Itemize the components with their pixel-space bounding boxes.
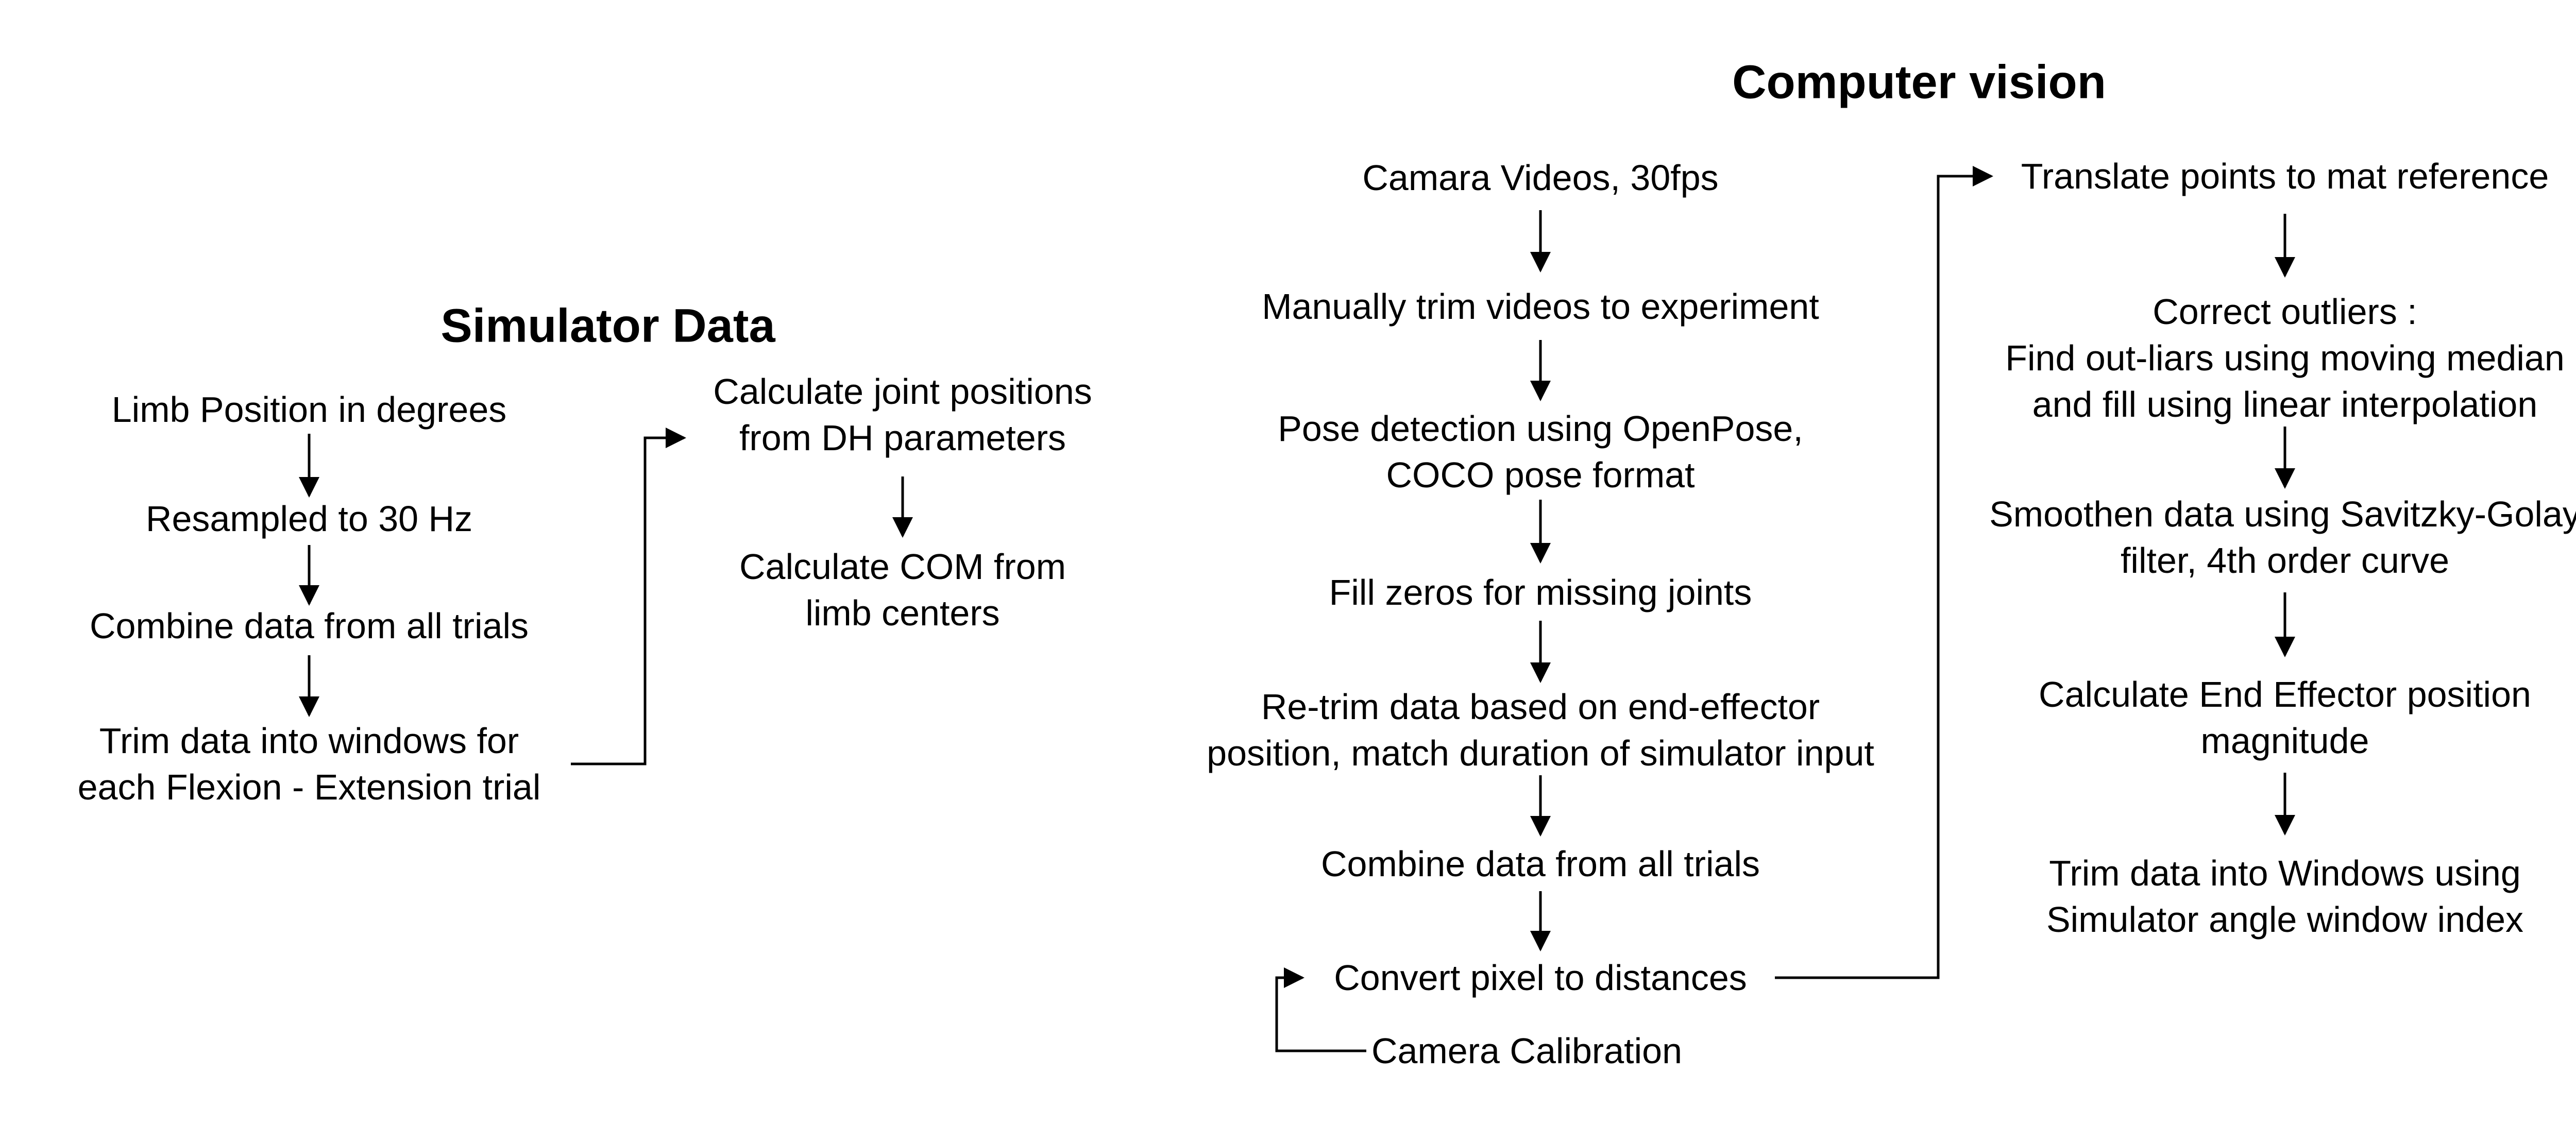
sim-arrow-to-joints <box>571 428 686 765</box>
smoothen-step: Smoothen data using Savitzky-Golay filte… <box>1989 494 2576 581</box>
pose-detection-step: Pose detection using OpenPose, COCO pose… <box>1278 408 1803 495</box>
cv-combine-step: Combine data from all trials <box>1321 844 1760 884</box>
end-effector-step: Calculate End Effector position magnitud… <box>2039 674 2531 761</box>
cv-arrow-calibration-loop <box>1275 967 1366 1052</box>
trim-final-step: Trim data into Windows using Simulator a… <box>2046 853 2524 940</box>
trim-windows-step: Trim data into windows for each Flexion … <box>77 721 541 807</box>
manual-trim-step: Manually trim videos to experiment <box>1262 286 1819 327</box>
translate-step: Translate points to mat reference <box>2021 156 2549 196</box>
camera-videos-step: Camara Videos, 30fps <box>1362 158 1719 198</box>
joint-positions-step: Calculate joint positions from DH parame… <box>713 371 1092 458</box>
resampled-step: Resampled to 30 Hz <box>145 499 473 539</box>
cv-arrow-to-translate <box>1775 166 1993 979</box>
outliers-step: Correct outliers : Find out-liars using … <box>2005 292 2565 424</box>
fill-zeros-step: Fill zeros for missing joints <box>1329 572 1752 612</box>
retrim-step: Re-trim data based on end-effector posit… <box>1207 687 1874 773</box>
convert-pixels-step: Convert pixel to distances <box>1334 958 1747 998</box>
simulator-title: Simulator Data <box>440 299 775 352</box>
com-step: Calculate COM from limb centers <box>739 547 1066 633</box>
computer-vision-title: Computer vision <box>1732 56 2106 109</box>
camera-calibration-step: Camera Calibration <box>1371 1031 1683 1071</box>
sim-combine-step: Combine data from all trials <box>90 606 529 646</box>
limb-position-step: Limb Position in degrees <box>111 389 507 430</box>
